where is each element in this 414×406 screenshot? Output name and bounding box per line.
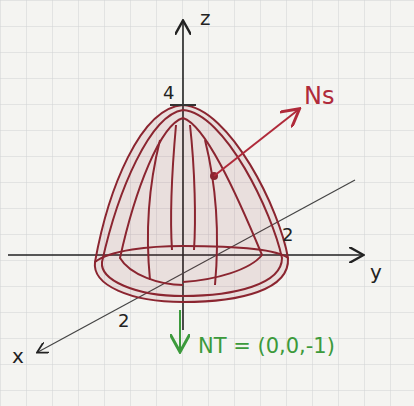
- axis-label: x: [12, 346, 24, 366]
- normal-arrow: [214, 110, 298, 176]
- axis-label: y: [370, 262, 382, 282]
- vector-equation: NT = (0,0,-1): [198, 336, 335, 357]
- bottom-normal-arrow: [179, 310, 181, 350]
- vector-label: Ns: [304, 84, 334, 108]
- tick-value: 4: [163, 84, 174, 102]
- axis-label: z: [200, 8, 211, 28]
- tick-value: 2: [282, 226, 293, 244]
- tick-value: 2: [118, 312, 129, 330]
- paraboloid-surface: [95, 105, 288, 302]
